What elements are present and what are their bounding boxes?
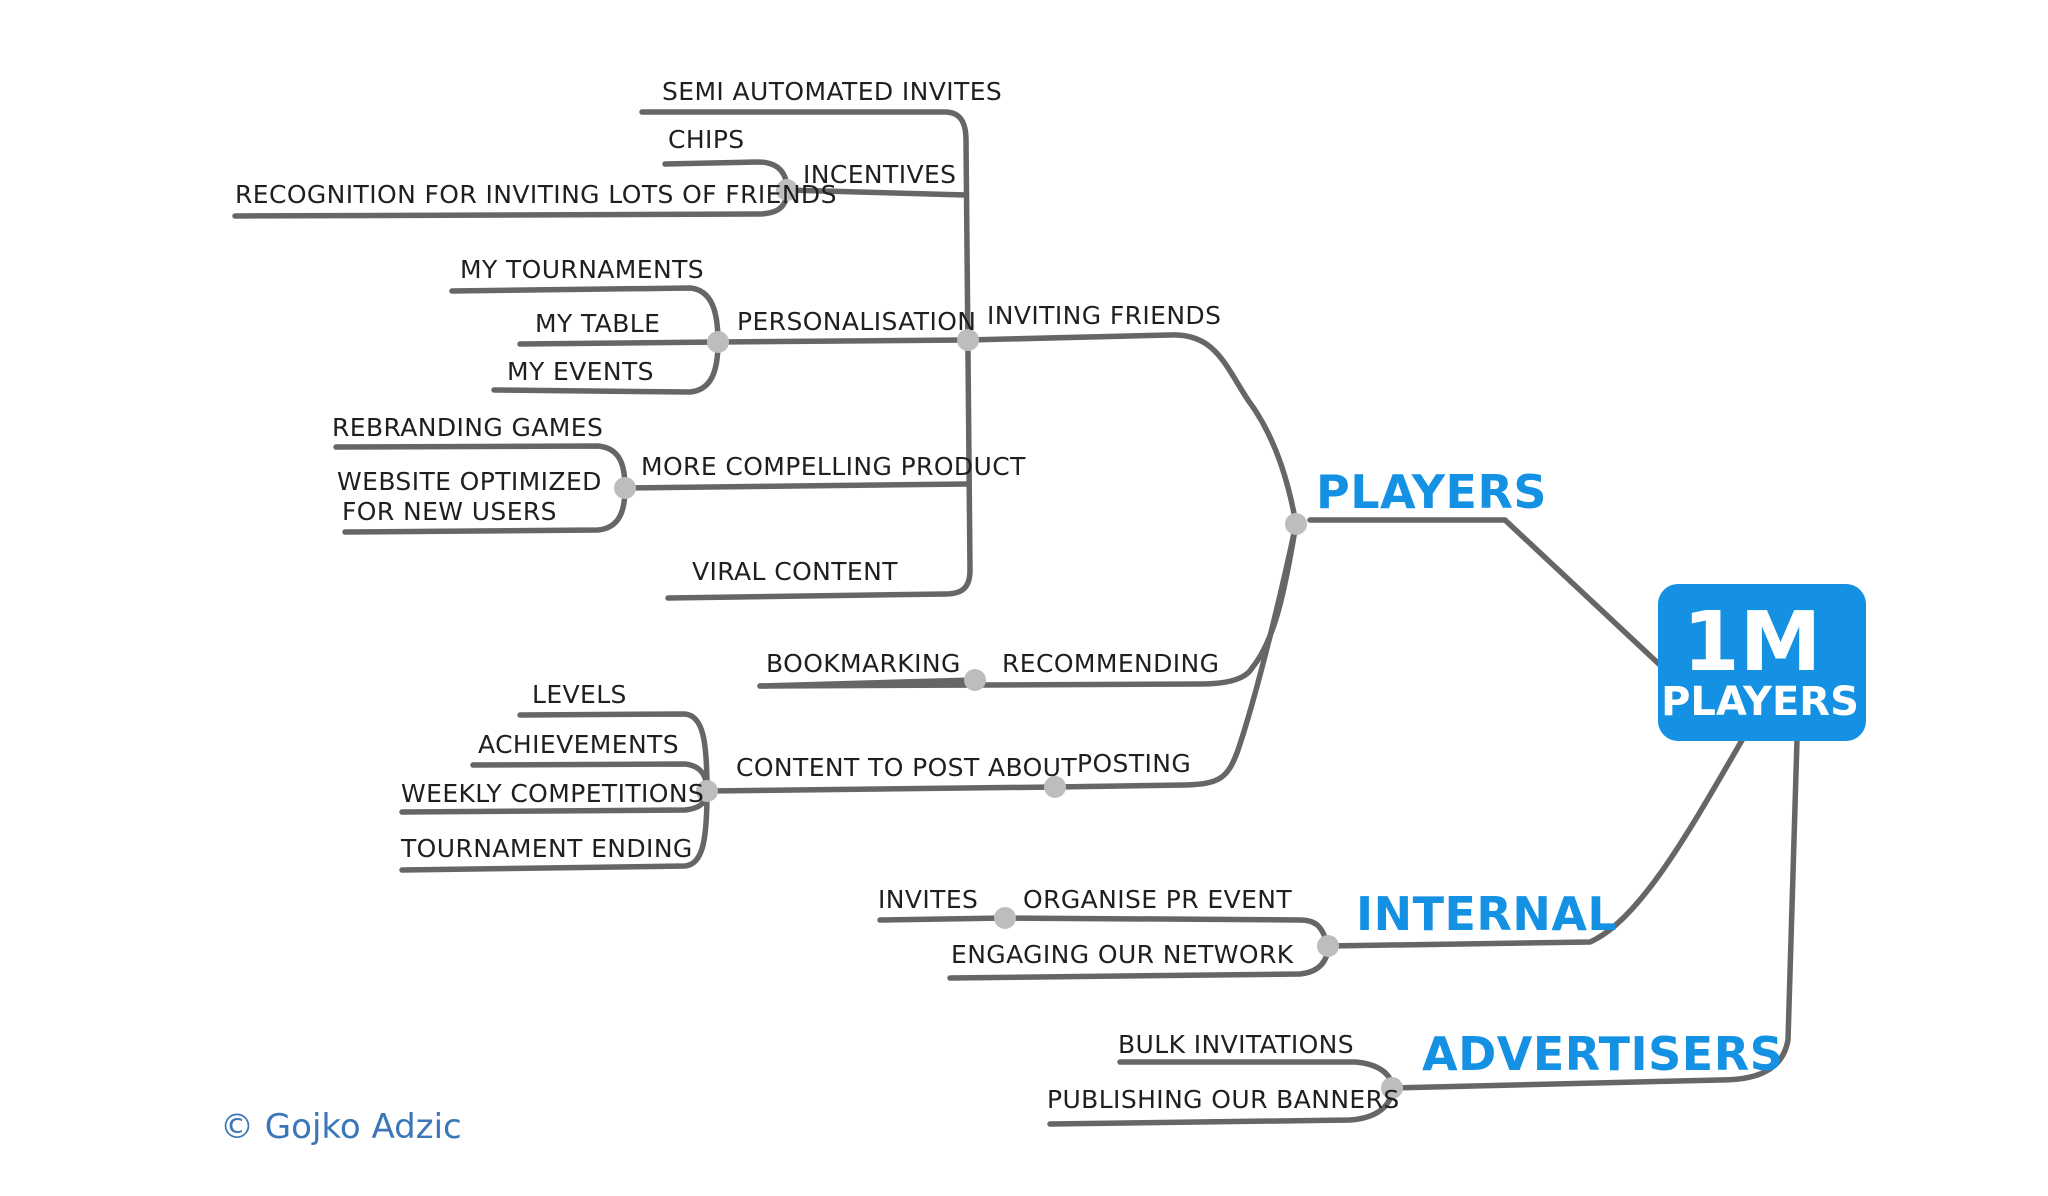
- label-personalisation: PERSONALISATION: [737, 307, 976, 336]
- trunk-inviting-friends: [639, 109, 973, 601]
- root-line2: PLAYERS: [1661, 679, 1859, 725]
- root-node: 1M PLAYERS: [1658, 584, 1866, 741]
- branch-incentives: [784, 187, 969, 198]
- label-my-events: MY EVENTS: [507, 357, 654, 386]
- label-organise-pr-event: ORGANISE PR EVENT: [1023, 885, 1292, 914]
- label-levels: LEVELS: [532, 680, 627, 709]
- label-bulk-invitations: BULK INVITATIONS: [1118, 1030, 1354, 1059]
- branch-root-players: [1307, 517, 1663, 668]
- label-engaging-our-network: ENGAGING OUR NETWORK: [951, 940, 1294, 969]
- category-advertisers: ADVERTISERS: [1422, 1027, 1783, 1081]
- branch-players-inviting: [965, 332, 1299, 527]
- branch-root-internal: [1325, 732, 1748, 949]
- dot-posting: [1044, 776, 1066, 798]
- leaf-bookmarking: [757, 677, 978, 689]
- dot-content-to-post: [696, 780, 718, 802]
- label-viral-content: VIRAL CONTENT: [692, 557, 898, 586]
- category-players: PLAYERS: [1316, 465, 1547, 519]
- label-my-tournaments: MY TOURNAMENTS: [460, 255, 704, 284]
- dot-more-compelling: [614, 477, 636, 499]
- dot-internal: [1317, 935, 1339, 957]
- label-tournament-ending: TOURNAMENT ENDING: [400, 834, 693, 863]
- dot-advertisers: [1381, 1077, 1403, 1099]
- leaf-tournament-ending: [399, 788, 710, 873]
- dot-players: [1285, 513, 1307, 535]
- label-chips: CHIPS: [668, 125, 745, 154]
- label-posting: POSTING: [1077, 749, 1191, 778]
- label-bookmarking: BOOKMARKING: [766, 649, 961, 678]
- leaf-levels: [517, 711, 710, 794]
- dot-incentives: [776, 179, 798, 201]
- branch-content-to-post: [704, 784, 1058, 794]
- label-incentives: INCENTIVES: [803, 160, 956, 189]
- label-semi-automated-invites: SEMI AUTOMATED INVITES: [662, 77, 1002, 106]
- branch-players-posting: [1052, 521, 1299, 790]
- label-content-to-post: CONTENT TO POST ABOUT: [736, 753, 1077, 782]
- category-internal: INTERNAL: [1356, 887, 1617, 941]
- copyright-text: © Gojko Adzic: [220, 1107, 462, 1147]
- label-website-line2: FOR NEW USERS: [342, 497, 557, 526]
- label-weekly-competitions: WEEKLY COMPETITIONS: [401, 779, 704, 808]
- label-achievements: ACHIEVEMENTS: [478, 730, 679, 759]
- label-invites: INVITES: [878, 885, 978, 914]
- label-rebranding-games: REBRANDING GAMES: [332, 413, 603, 442]
- label-recommending: RECOMMENDING: [1002, 649, 1219, 678]
- branch-personalisation: [715, 337, 969, 345]
- dot-organise-pr: [994, 907, 1016, 929]
- branch-more-compelling: [622, 481, 971, 491]
- root-box: [1658, 584, 1866, 741]
- dot-inviting: [957, 329, 979, 351]
- label-recognition: RECOGNITION FOR INVITING LOTS OF FRIENDS: [235, 180, 837, 209]
- dot-recommending: [964, 669, 986, 691]
- label-my-table: MY TABLE: [535, 309, 660, 338]
- leaf-my-table: [517, 339, 721, 347]
- branch-root-advertisers: [1389, 737, 1800, 1091]
- dot-personalisation: [707, 331, 729, 353]
- label-website-line1: WEBSITE OPTIMIZED: [337, 467, 602, 496]
- label-more-compelling-product: MORE COMPELLING PRODUCT: [641, 452, 1026, 481]
- label-inviting-friends: INVITING FRIENDS: [987, 301, 1221, 330]
- label-publishing-our-banners: PUBLISHING OUR BANNERS: [1047, 1085, 1400, 1114]
- junction-dots: [614, 179, 1403, 1099]
- root-line1: 1M: [1683, 595, 1822, 690]
- leaf-invites: [877, 915, 1008, 923]
